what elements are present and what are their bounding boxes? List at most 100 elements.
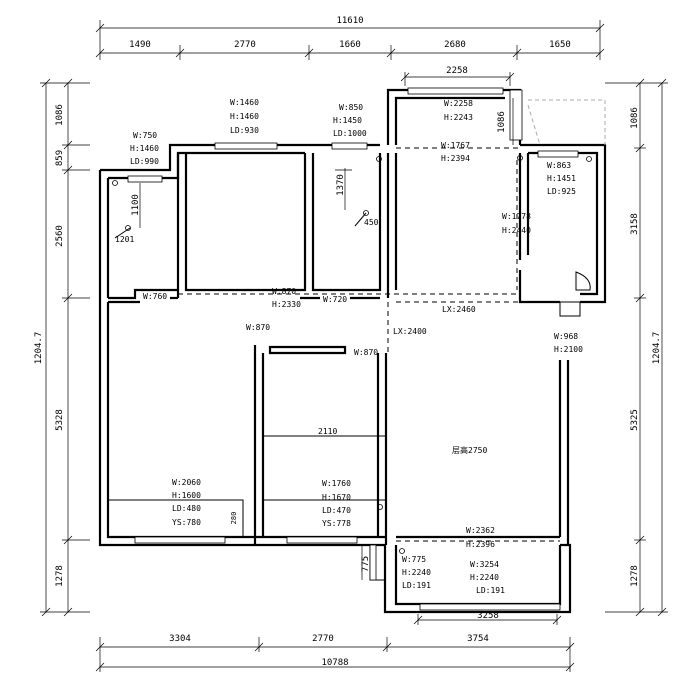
win-label: W:863 [547,161,571,170]
win-label: LD:930 [230,126,259,135]
win-label: LD:990 [130,157,159,166]
window-labels: W:1460 H:1460 LD:930 W:850 H:1450 LD:100… [130,98,576,595]
window-bedroom3 [331,142,368,150]
open-label: H:2330 [272,300,301,309]
win-label: W:3254 [470,560,499,569]
label-450: 450 [364,218,379,227]
dim-bottom-total: 10788 [321,658,348,668]
window-kitchen [537,150,579,158]
label-1370: 1370 [336,174,346,196]
window-balcony-s [419,603,561,611]
win-label: W:1760 [322,479,351,488]
label-lx: LX:2460 [442,305,476,314]
bottom-dimensions [95,614,575,672]
dim-bottom-seg: 3304 [169,634,191,644]
win-label: YS:778 [322,519,351,528]
label-280: 280 [230,512,238,525]
open-label: W:968 [554,332,578,341]
open-label: H:2396 [466,540,495,549]
fixtures [112,155,592,554]
walls [98,88,607,614]
dashed-openings [178,99,606,542]
dim-bottom-balcony: 3258 [477,611,499,621]
dim-left-seg: 2560 [55,225,65,247]
label-775: 775 [361,556,371,572]
open-label: W:870 [272,287,296,296]
label-1086: 1086 [497,111,507,133]
dim-balcony-top: 2258 [446,66,468,76]
dim-right-total: 1204.7 [652,332,662,365]
win-label: H:1600 [172,491,201,500]
win-label: LD:191 [476,586,505,595]
top-dimensions [95,20,605,86]
open-label: H:2100 [554,345,583,354]
dim-right-seg: 1278 [630,565,640,587]
dim-right-seg: 5325 [630,409,640,431]
win-label: H:2240 [470,573,499,582]
dim-right-seg: 1086 [630,107,640,129]
window-balcony-n [407,87,504,95]
open-label: W:760 [143,292,167,301]
label-ceiling: 层高2750 [452,445,487,455]
open-label: W:1778 [502,212,531,221]
open-label: W:870 [246,323,270,332]
windows [127,87,579,611]
win-label: LD:470 [322,506,351,515]
win-label: W:775 [402,555,426,564]
dim-left-seg: 1278 [55,565,65,587]
dim-top-seg: 1660 [339,40,361,50]
window-bedroom2 [214,142,278,150]
drain-icon [377,504,383,510]
open-label: H:2440 [502,226,531,235]
win-label: W:2060 [172,478,201,487]
drain-icon [376,156,382,162]
win-label: LD:925 [547,187,576,196]
dim-bottom-seg: 3754 [467,634,489,644]
dim-top-seg: 1650 [549,40,571,50]
opening-labels: W:1767 H:2394 W:1778 H:2440 W:870 H:2330… [143,141,583,549]
dim-left-seg: 859 [55,150,65,166]
win-label: H:1450 [333,116,362,125]
drain-icon [399,548,405,554]
win-label: LD:1000 [333,129,367,138]
label-1100: 1100 [131,194,141,216]
dim-left-seg: 5328 [55,409,65,431]
window-bedroom1 [134,536,226,544]
open-label: H:2394 [441,154,470,163]
dim-left-total: 1204.7 [34,332,44,365]
win-label: H:2243 [444,113,473,122]
drain-icon [586,156,592,162]
drain-icon [517,155,523,161]
door-balcony-side [509,89,523,141]
window-study [286,536,358,544]
window-balcony-side [369,544,377,581]
win-label: W:2258 [444,99,473,108]
win-label: LD:191 [402,581,431,590]
dim-top-total: 11610 [336,16,363,26]
win-label: LD:480 [172,504,201,513]
pipe-icon [363,210,369,216]
drain-icon [112,180,118,186]
stove-icon [575,271,591,291]
dim-top-seg: 1490 [129,40,151,50]
dim-left-seg: 1086 [55,104,65,126]
right-dimensions [605,78,668,617]
label-2110: 2110 [318,427,337,436]
flue-icon [559,301,581,317]
inner-dims [139,98,514,580]
window-bathroom [127,175,163,183]
dim-bottom-seg: 2770 [312,634,334,644]
win-label: H:1451 [547,174,576,183]
open-label: W:1767 [441,141,470,150]
win-label: H:1460 [230,112,259,121]
win-label: H:1460 [130,144,159,153]
open-label: W:870 [354,348,378,357]
left-dimensions [40,78,90,617]
win-label: H:2240 [402,568,431,577]
dim-top-seg: 2680 [444,40,466,50]
win-label: W:850 [339,103,363,112]
pipe-icon [125,225,131,231]
win-label: W:750 [133,131,157,140]
win-label: W:1460 [230,98,259,107]
